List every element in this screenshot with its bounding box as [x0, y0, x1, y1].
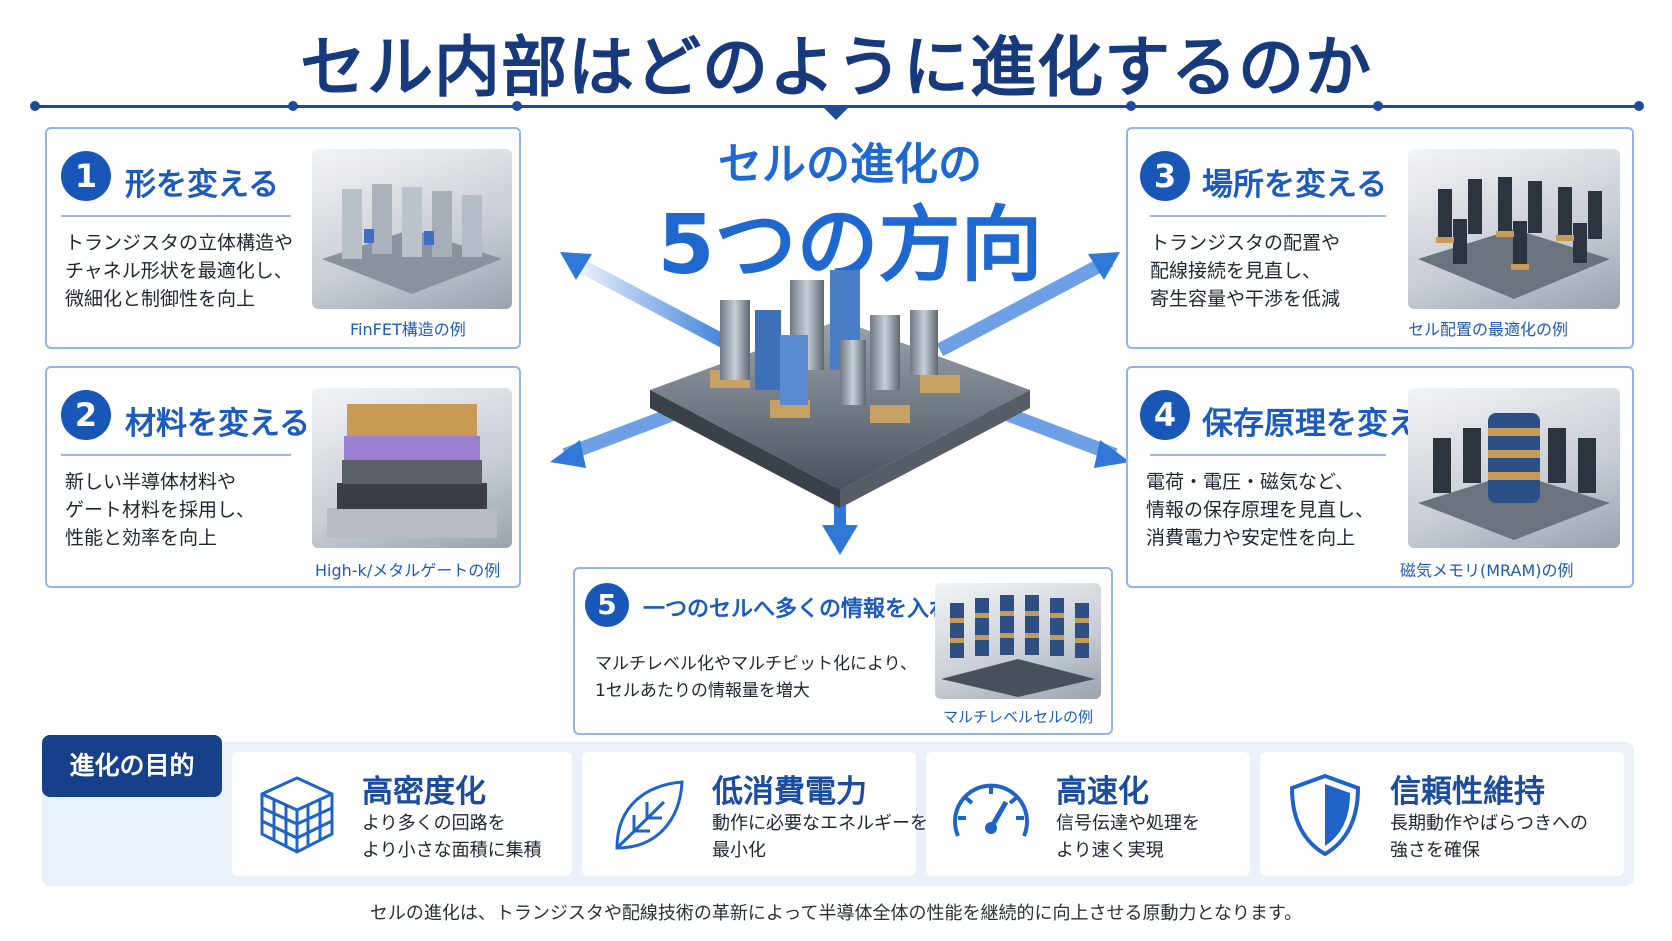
divider-dot	[1634, 101, 1644, 111]
purpose-description: 動作に必要なエネルギーを最小化	[712, 813, 928, 861]
arrow-up-right	[936, 252, 1120, 357]
card-number: 1	[61, 151, 111, 201]
divider-dot	[1126, 101, 1136, 111]
card-description: トランジスタの配置や配線接続を見直し、寄生容量や干渉を低減	[1150, 232, 1341, 310]
card-multilevel: 5 一つのセルへ多くの情報を入れる マルチレベル化やマルチビット化により、1セル…	[573, 567, 1113, 735]
page-title: セル内部はどのように進化するのか	[300, 29, 1372, 106]
arrow-up-left	[560, 252, 744, 357]
cell-placement-illustration	[1408, 149, 1620, 309]
divider-notch	[822, 106, 850, 120]
divider-dot	[288, 101, 298, 111]
card-caption: マルチレベルセルの例	[943, 708, 1094, 726]
purpose-item-density: 高密度化 より多くの回路をより小さな面積に集積	[232, 752, 572, 876]
card-number: 2	[61, 390, 111, 440]
card-description: トランジスタの立体構造やチャネル形状を最適化し、微細化と制御性を向上	[65, 232, 294, 310]
purpose-item-speed: 高速化 信号伝達や処理をより速く実現	[926, 752, 1250, 876]
purpose-item-reliability: 信頼性維持 長期動作やばらつきへの強さを確保	[1260, 752, 1624, 876]
card-title: 保存原理を変える	[1202, 406, 1450, 442]
finfet-illustration	[312, 149, 512, 309]
card-material: 2 材料を変える 新しい半導体材料やゲート材料を採用し、性能と効率を向上 Hig…	[45, 366, 521, 588]
shield-icon	[1289, 773, 1361, 857]
card-title: 一つのセルへ多くの情報を入れる	[643, 597, 974, 622]
speedometer-icon	[953, 783, 1029, 837]
card-title: 材料を変える	[125, 406, 311, 442]
card-storage-principle: 4 保存原理を変える 電荷・電圧・磁気など、情報の保存原理を見直し、消費電力や安…	[1126, 366, 1634, 588]
purpose-title: 信頼性維持	[1390, 774, 1545, 810]
divider-dot	[1373, 101, 1383, 111]
leaf-icon	[615, 780, 684, 850]
card-shape: 1 形を変える トランジスタの立体構造やチャネル形状を最適化し、微細化と制御性を…	[45, 127, 521, 349]
purpose-title: 高密度化	[362, 774, 486, 810]
high-k-metal-gate-illustration	[312, 388, 512, 548]
purpose-label: 進化の目的	[42, 735, 222, 797]
cube-grid-icon	[260, 776, 334, 854]
divider-dot	[512, 101, 522, 111]
purpose-item-low-power: 低消費電力 動作に必要なエネルギーを最小化	[582, 752, 928, 876]
card-caption: High-k/メタルゲートの例	[315, 561, 501, 580]
purpose-title: 高速化	[1056, 774, 1149, 810]
card-title: 形を変える	[125, 167, 280, 203]
card-divider	[61, 454, 291, 456]
center-subtitle: セルの進化の	[718, 139, 982, 190]
card-caption: セル配置の最適化の例	[1408, 320, 1569, 339]
card-placement: 3 場所を変える トランジスタの配置や配線接続を見直し、寄生容量や干渉を低減 セ…	[1126, 127, 1634, 349]
card-caption: 磁気メモリ(MRAM)の例	[1400, 561, 1574, 580]
purpose-description: より多くの回路をより小さな面積に集積	[362, 813, 542, 861]
purpose-description: 長期動作やばらつきへの強さを確保	[1390, 813, 1588, 861]
card-divider	[1150, 454, 1386, 456]
card-divider	[1150, 215, 1386, 217]
card-number: 5	[585, 583, 629, 627]
card-description: 電荷・電圧・磁気など、情報の保存原理を見直し、消費電力や安定性を向上	[1146, 471, 1375, 549]
footer-note: セルの進化は、トランジスタや配線技術の革新によって半導体全体の性能を継続的に向上…	[369, 903, 1303, 924]
purpose-description: 信号伝達や処理をより速く実現	[1056, 813, 1200, 861]
multilevel-cell-illustration	[935, 583, 1101, 699]
card-caption: FinFET構造の例	[350, 320, 466, 339]
card-number: 4	[1140, 390, 1190, 440]
card-number: 3	[1140, 151, 1190, 201]
divider-dot	[30, 101, 40, 111]
card-divider	[61, 215, 291, 217]
center-chip-illustration	[550, 252, 1130, 555]
card-description: マルチレベル化やマルチビット化により、1セルあたりの情報量を増大	[595, 654, 917, 701]
mram-illustration	[1408, 388, 1620, 548]
purpose-title: 低消費電力	[712, 774, 867, 810]
card-description: 新しい半導体材料やゲート材料を採用し、性能と効率を向上	[65, 471, 256, 549]
card-title: 場所を変える	[1202, 167, 1388, 203]
